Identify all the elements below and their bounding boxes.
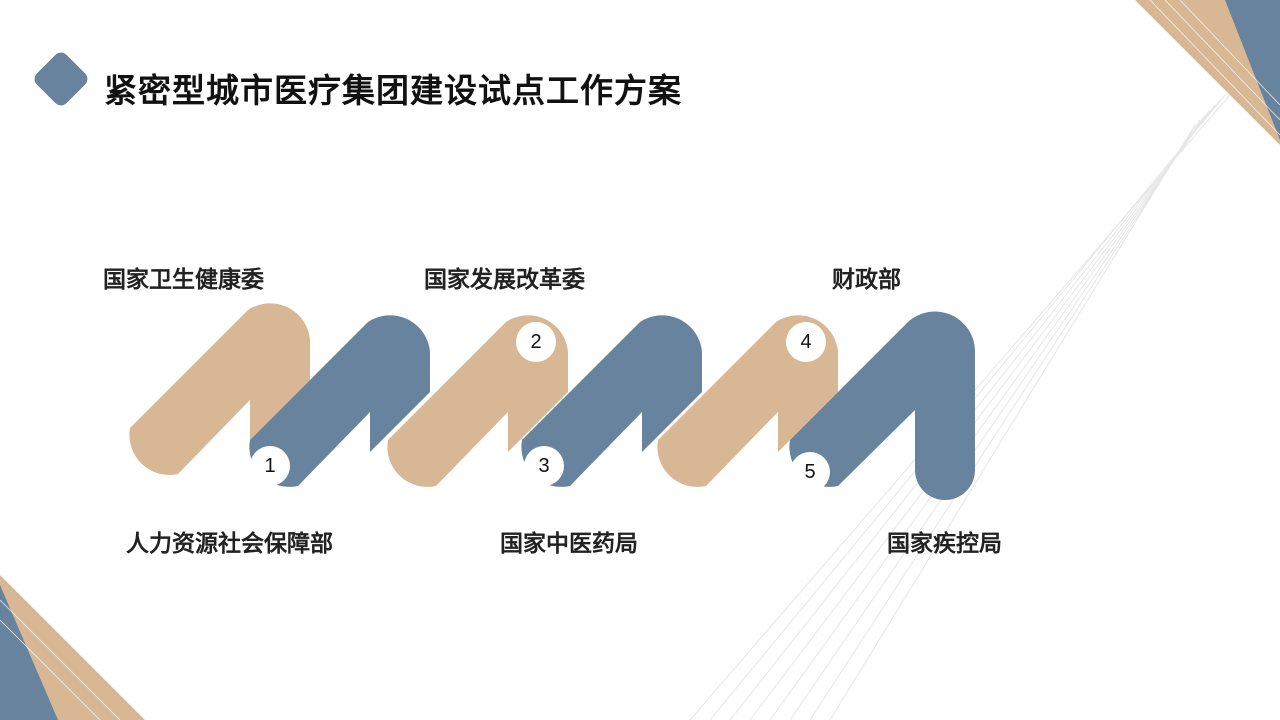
- step-number-3: 3: [524, 446, 564, 486]
- step-number-4: 4: [786, 322, 826, 362]
- blue-ribbon-3: [789, 311, 976, 500]
- step-number-1: 1: [250, 446, 290, 486]
- title-diamond-icon: [34, 52, 88, 106]
- step-number-5: 5: [790, 452, 830, 492]
- tan-ribbon-2: [387, 315, 568, 487]
- ribbon-diagram: [129, 303, 976, 500]
- page-title: 紧密型城市医疗集团建设试点工作方案: [104, 71, 682, 110]
- label-tcm: 国家中医药局: [500, 531, 638, 557]
- label-mohrss: 人力资源社会保障部: [126, 531, 333, 557]
- step-number-2: 2: [516, 322, 556, 362]
- bottom-left-corner: [0, 575, 145, 720]
- blue-ribbon-1: [249, 315, 430, 487]
- label-ndrc: 国家发展改革委: [424, 267, 585, 293]
- tan-ribbon-3: [657, 315, 838, 487]
- label-nhc: 国家卫生健康委: [103, 267, 264, 293]
- tan-ribbon-1: [129, 303, 310, 475]
- top-right-corner: [1135, 0, 1280, 145]
- label-mof: 财政部: [832, 267, 901, 293]
- label-cdc: 国家疾控局: [887, 531, 1002, 557]
- blue-ribbon-2: [521, 315, 702, 487]
